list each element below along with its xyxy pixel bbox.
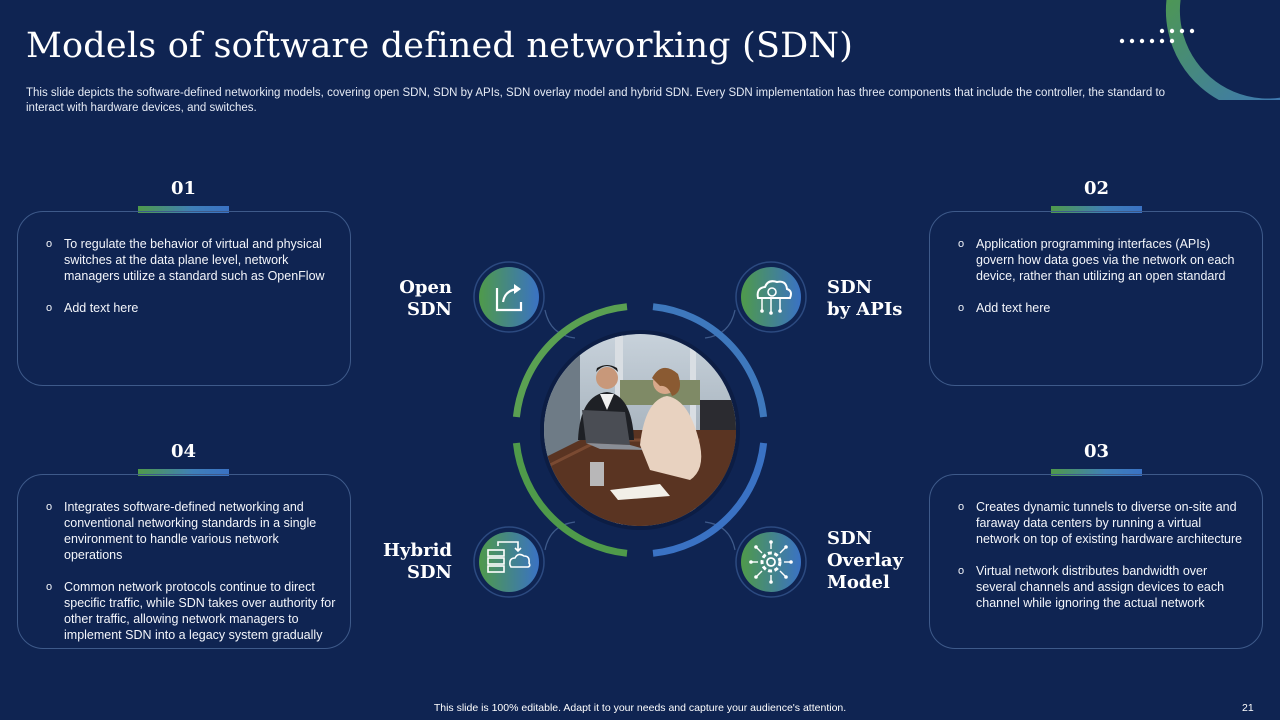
ring-segment-bottom-left [512,442,628,557]
footer-note: This slide is 100% editable. Adapt it to… [433,702,847,714]
ring-segment-top-right [652,303,768,418]
decorative-dots [1119,28,1195,44]
share-export-icon [473,261,545,333]
model-01-number-bar [138,206,229,213]
model-03-number: 03 [1083,441,1110,462]
center-diagram [473,261,807,598]
model-02-number-bar [1051,206,1142,213]
model-04-number-bar [138,469,229,476]
model-03-number-bar [1051,469,1142,476]
ring-segment-top-left [512,303,628,418]
slide-title: Models of software defined networking (S… [26,26,854,66]
model-01-number: 01 [170,178,197,199]
cloud-network-icon [735,261,807,333]
server-cloud-icon [473,526,545,598]
slide-subtitle: This slide depicts the software-defined … [26,87,1166,114]
ring-segment-bottom-right [652,442,768,557]
model-04-number: 04 [170,441,197,462]
model-02-number: 02 [1083,178,1110,199]
gear-network-icon [735,526,807,598]
page-number: 21 [1242,702,1254,714]
decorative-corner-arc [1165,0,1280,100]
